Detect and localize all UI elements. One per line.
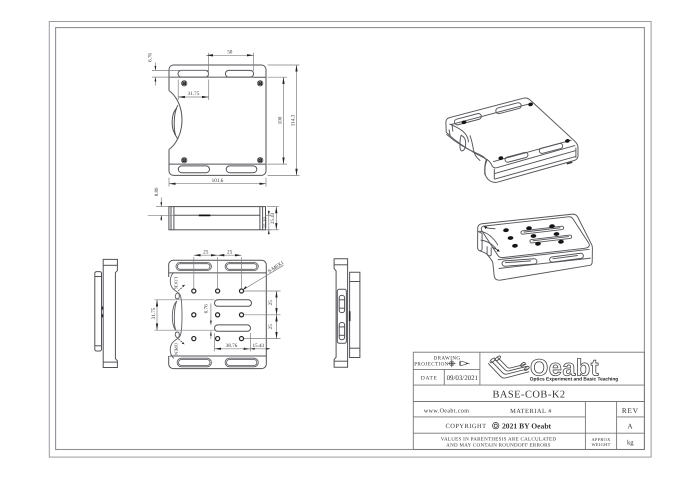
svg-text:25: 25 xyxy=(227,250,233,256)
svg-text:www.Oeabt.com: www.Oeabt.com xyxy=(424,408,469,415)
svg-text:OPEN: OPEN xyxy=(174,343,179,356)
svg-text:09/03/2021: 09/03/2021 xyxy=(447,375,479,382)
svg-text:6.76: 6.76 xyxy=(204,304,210,313)
svg-text:BASE-COB-K2: BASE-COB-K2 xyxy=(492,390,565,401)
svg-text:25: 25 xyxy=(268,300,274,306)
svg-text:8.89: 8.89 xyxy=(154,187,160,196)
svg-text:38.76: 38.76 xyxy=(226,343,238,349)
svg-text:COPYRIGHT: COPYRIGHT xyxy=(445,423,486,430)
svg-text:PROJECTION: PROJECTION xyxy=(414,362,449,368)
svg-text:114.3: 114.3 xyxy=(290,114,296,126)
svg-text:DATE: DATE xyxy=(421,375,438,381)
svg-text:REV: REV xyxy=(622,407,639,415)
svg-text:DRAWING: DRAWING xyxy=(433,355,460,361)
svg-text:A: A xyxy=(627,423,633,431)
svg-text:15.43: 15.43 xyxy=(252,343,264,349)
svg-text:9-M6X1: 9-M6X1 xyxy=(267,260,286,275)
svg-text:50: 50 xyxy=(227,50,233,56)
svg-text:100: 100 xyxy=(277,116,283,124)
svg-text:101.6: 101.6 xyxy=(212,178,224,184)
svg-text:VALUES IN PARENTHESIS ARE CALC: VALUES IN PARENTHESIS ARE CALCULATED xyxy=(441,436,557,442)
svg-text:31.75: 31.75 xyxy=(151,307,157,319)
svg-text:kg: kg xyxy=(627,439,634,446)
svg-text:AND MAY CONTAIN ROUNDOFF ERROR: AND MAY CONTAIN ROUNDOFF ERRORS xyxy=(446,443,551,449)
svg-text:MATERIAL #: MATERIAL # xyxy=(510,408,552,415)
svg-text:Oeabt: Oeabt xyxy=(530,355,599,381)
svg-text:15.10: 15.10 xyxy=(263,216,269,228)
svg-text:APPROX: APPROX xyxy=(591,437,611,442)
svg-text:2021 BY Oeabt: 2021 BY Oeabt xyxy=(502,421,552,430)
svg-text:25: 25 xyxy=(268,324,274,330)
svg-text:LOCK: LOCK xyxy=(173,277,178,290)
svg-text:WEIGHT: WEIGHT xyxy=(591,442,610,447)
svg-text:31.75: 31.75 xyxy=(188,91,200,97)
svg-text:6.76: 6.76 xyxy=(148,53,154,62)
svg-text:25.43: 25.43 xyxy=(270,212,276,224)
svg-text:25: 25 xyxy=(203,250,209,256)
svg-text:Optics Experiment and Basic Te: Optics Experiment and Basic Teaching xyxy=(530,377,618,383)
